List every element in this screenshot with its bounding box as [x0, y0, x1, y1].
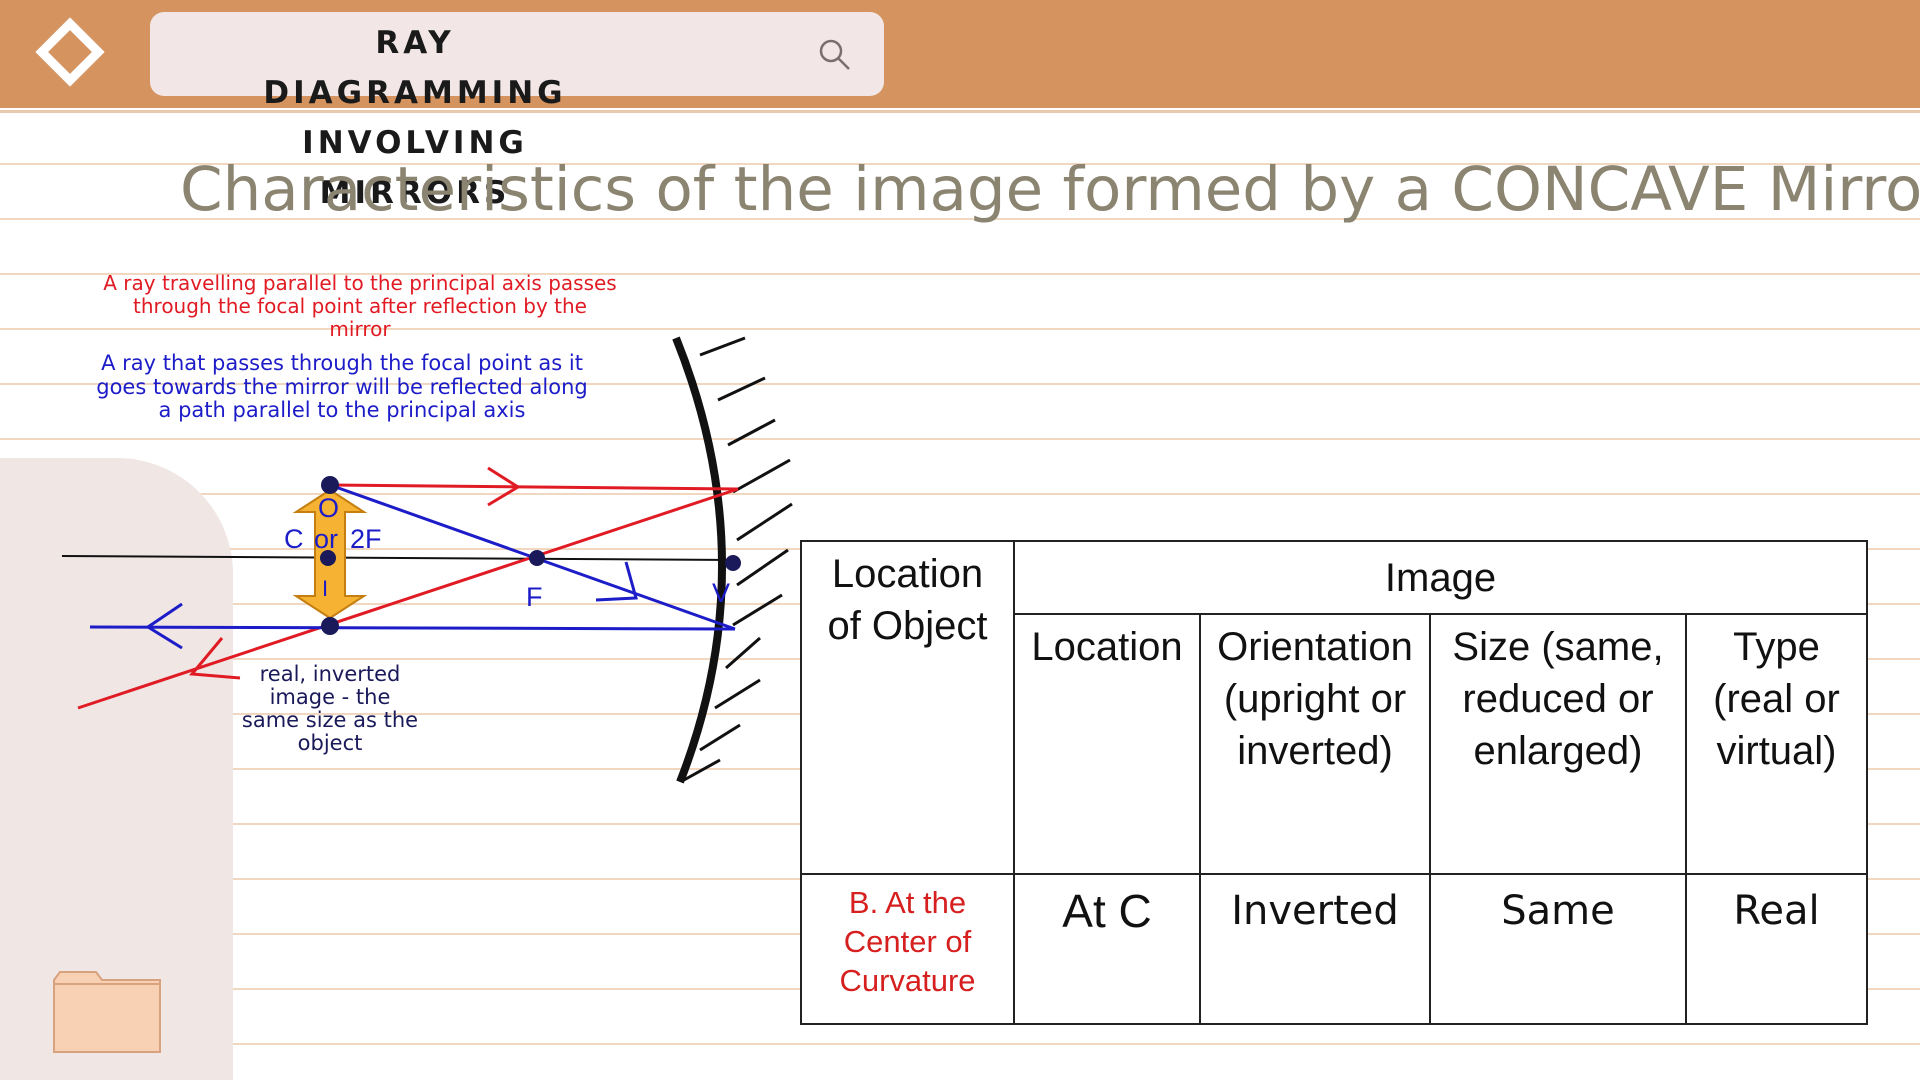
cell-size: Same: [1429, 873, 1687, 1025]
header-location-of-object: Location of Object: [800, 540, 1015, 875]
ray-diagram: A ray travelling parallel to the princip…: [61, 271, 793, 784]
cell-orientation: Inverted: [1199, 873, 1431, 1025]
search-icon[interactable]: [816, 36, 854, 74]
svg-text:O: O: [318, 493, 339, 523]
header-image-location: Location: [1013, 613, 1201, 875]
characteristics-table: Location of Object Image Location Orient…: [800, 540, 1868, 1025]
svg-text:I: I: [322, 576, 328, 601]
svg-text:F: F: [526, 582, 543, 612]
slide-title: Characteristics of the image formed by a…: [180, 154, 1920, 225]
svg-text:image - the: image - the: [270, 685, 391, 709]
cell-image-location: At C: [1013, 873, 1201, 1025]
svg-text:2F: 2F: [350, 524, 382, 554]
svg-text:goes towards the mirror will b: goes towards the mirror will be reflecte…: [96, 375, 588, 399]
table-row: B. At the Center of Curvature At C Inver…: [800, 873, 1868, 1025]
diagram-labels: O C or 2F I F V: [284, 493, 730, 612]
cell-type: Real: [1685, 873, 1868, 1025]
top-bar: RAY DIAGRAMMING INVOLVING MIRRORS: [0, 0, 1920, 211]
svg-text:real, inverted: real, inverted: [260, 662, 401, 686]
diagram-points: [320, 476, 741, 635]
ray2-note: A ray that passes through the focal poin…: [96, 351, 588, 422]
ray1-note: A ray travelling parallel to the princip…: [103, 271, 616, 341]
image-note: real, inverted image - the same size as …: [242, 662, 418, 755]
header-divider: [0, 110, 1920, 113]
cell-object-location: B. At the Center of Curvature: [800, 873, 1015, 1025]
search-bar[interactable]: RAY DIAGRAMMING INVOLVING MIRRORS: [150, 12, 884, 211]
folder-icon[interactable]: [52, 970, 164, 1054]
svg-text:a path parallel to the princip: a path parallel to the principal axis: [159, 398, 526, 422]
decorative-shape: [0, 458, 233, 1080]
svg-text:through the focal point after: through the focal point after reflection…: [133, 294, 587, 318]
concave-mirror: [672, 336, 793, 784]
svg-text:A ray that passes through the: A ray that passes through the focal poin…: [101, 351, 583, 375]
presentation-title: RAY DIAGRAMMING INVOLVING MIRRORS: [263, 25, 567, 211]
header-orientation: Orientation (upright or inverted): [1199, 613, 1431, 875]
principal-axis: [61, 555, 736, 561]
header-type: Type (real or virtual): [1685, 613, 1868, 875]
svg-text:A ray travelling parallel to t: A ray travelling parallel to the princip…: [103, 271, 616, 295]
header-size: Size (same, reduced or enlarged): [1429, 613, 1687, 875]
svg-text:mirror: mirror: [329, 317, 391, 341]
svg-text:object: object: [298, 731, 363, 755]
svg-text:C: C: [284, 524, 304, 554]
diamond-logo-icon: [35, 17, 105, 87]
svg-text:same size as the: same size as the: [242, 708, 418, 732]
header-image: Image: [1013, 540, 1868, 615]
svg-text:or: or: [314, 524, 338, 554]
svg-text:V: V: [712, 578, 730, 608]
rays: [77, 466, 739, 710]
